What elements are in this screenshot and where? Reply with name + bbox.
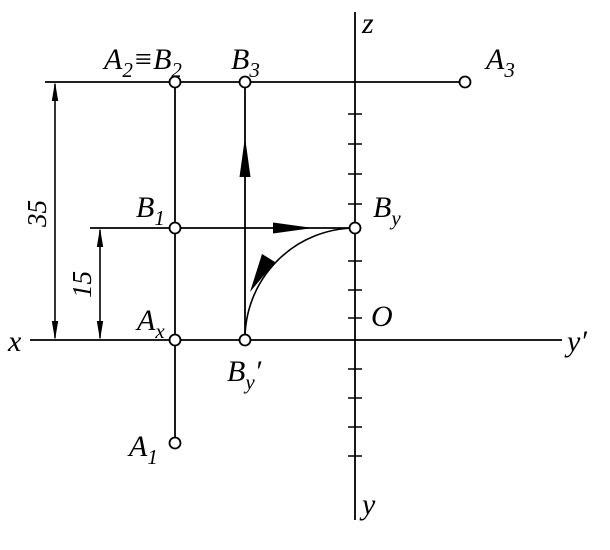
up-arrow [239,137,251,177]
y-prime-axis-text: y′ [564,325,587,358]
dim-15-value: 15 [67,271,97,298]
x-axis-label: x [7,325,22,358]
label-a3: A3 [484,43,515,82]
point-a1-marker [168,436,182,450]
dim-15-arrow-bottom [96,321,104,340]
dim-35-arrow-top [51,82,59,101]
origin-label: O [371,300,393,333]
right-arrow [273,222,313,234]
point-by-prime-marker [238,333,252,347]
point-a3-marker [458,75,472,89]
label-by: By [373,191,401,230]
point-ax-marker [168,333,182,347]
dim-15-label: 15 [67,271,97,298]
point-a2-b2-marker [168,75,182,89]
point-b3-marker [238,75,252,89]
label-ax: Ax [135,304,165,343]
dim-15-arrow-top [96,228,104,247]
y-prime-axis-label: y′ [564,325,587,358]
rotation-arc-arrowhead [250,254,275,292]
dim-35-value: 35 [22,200,52,228]
label-b1: B1 [136,191,165,230]
y-axis-text: y [359,488,376,521]
x-axis-text: x [7,325,22,358]
axis-ticks [348,113,362,457]
label-a1: A1 [127,430,158,469]
y-axis-label: y [359,488,376,521]
label-a2-b2: A2≡B2 [102,43,182,82]
dim-35-label: 35 [22,200,52,228]
dim-35-arrow-bottom [51,321,59,340]
label-b3: B3 [231,43,260,82]
z-axis-label: z [361,7,374,40]
origin-text: O [371,300,393,333]
label-by-prime: By′ [227,355,262,394]
rotation-arc [244,227,356,341]
point-by-marker [348,221,362,235]
z-axis-text: z [361,7,374,40]
point-b1-marker [168,221,182,235]
